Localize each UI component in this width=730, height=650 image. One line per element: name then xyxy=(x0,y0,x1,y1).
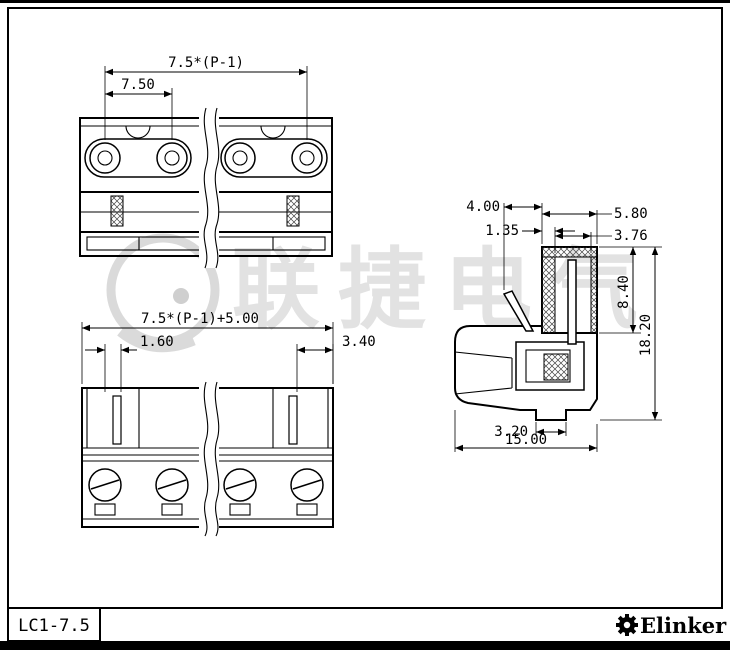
wire-hole xyxy=(156,142,188,174)
part-number-box xyxy=(7,607,101,642)
front-view: 7.5*(P-1)+5.00 1.60 3.40 xyxy=(81,311,376,537)
break-line xyxy=(203,107,209,269)
break-line xyxy=(214,381,220,537)
screw-slot xyxy=(292,479,322,490)
screw-head xyxy=(290,468,324,502)
wire-funnel xyxy=(454,351,513,395)
clamp-window xyxy=(94,503,116,516)
border-rect xyxy=(7,7,723,609)
terminal-slot-right xyxy=(220,138,328,178)
dim-height: 18.20 xyxy=(638,314,654,356)
wire-hole-inner xyxy=(232,150,248,166)
screw-slot xyxy=(157,479,187,490)
dim-overall-width: 7.5*(P-1)+5.00 xyxy=(141,311,259,327)
clamp-window xyxy=(229,503,251,516)
socket-top-wall xyxy=(541,246,598,258)
terminal-slot-left xyxy=(84,138,192,178)
release-latch xyxy=(502,290,535,332)
screw-head xyxy=(223,468,257,502)
dim-foot: 3.20 xyxy=(494,424,528,440)
dim-socket-depth: 8.40 xyxy=(616,275,632,309)
part-number: LC1-7.5 xyxy=(18,616,90,636)
brand-logo: Elinker xyxy=(616,613,727,638)
screw-head xyxy=(88,468,122,502)
wire-hole xyxy=(89,142,121,174)
dim-wall: 1.35 xyxy=(485,223,519,239)
socket-right-wall xyxy=(590,256,598,334)
watermark-hook xyxy=(117,328,196,353)
dim-depth: 15.00 xyxy=(505,432,547,448)
side-view: 4.00 5.80 1.35 3.76 8.40 18.20 3.20 15.0… xyxy=(454,199,662,452)
gear-hole xyxy=(623,621,631,629)
top-view: 7.5*(P-1) 7.50 xyxy=(79,55,333,269)
top-notch-right xyxy=(260,125,286,139)
clamp-cavity xyxy=(515,341,585,391)
socket-left-wall xyxy=(541,256,556,334)
dim-outer-width: 5.80 xyxy=(614,206,648,222)
top-edge xyxy=(0,0,730,3)
watermark-dot xyxy=(173,288,189,304)
dim-latch: 4.00 xyxy=(466,199,500,215)
top-notch-left xyxy=(125,125,151,139)
brand-name: Elinker xyxy=(640,613,727,638)
title-block: LC1-7.5 Elinker xyxy=(7,607,727,642)
dim-total-pitch: 7.5*(P-1) xyxy=(168,55,244,71)
break-line xyxy=(203,381,209,537)
wire-hole-inner xyxy=(97,150,113,166)
clamp-hatched-block xyxy=(543,353,569,381)
wire-hole xyxy=(291,142,323,174)
solder-pin-hatched xyxy=(110,195,124,227)
gear-icon xyxy=(616,614,638,636)
break-line xyxy=(214,107,220,269)
dim-inner-width: 3.76 xyxy=(614,228,648,244)
break-mask xyxy=(199,382,219,536)
screw-head xyxy=(155,468,189,502)
dim-pin-offset: 1.60 xyxy=(140,334,174,350)
wire-hole xyxy=(224,142,256,174)
clamp-inner xyxy=(525,349,571,383)
watermark-ring xyxy=(106,233,220,347)
dim-pitch: 7.50 xyxy=(121,77,155,93)
solder-pin-hatched xyxy=(286,195,300,227)
screw-slot xyxy=(225,479,255,490)
clamp-window xyxy=(296,503,318,516)
wire-hole-inner xyxy=(164,150,180,166)
socket-pin xyxy=(567,259,577,345)
clamp-window xyxy=(161,503,183,516)
bottom-bar xyxy=(0,641,730,650)
dim-end-offset: 3.40 xyxy=(342,334,376,350)
screw-slot xyxy=(90,479,120,490)
break-mask xyxy=(199,108,219,268)
contact-pin xyxy=(112,395,122,445)
contact-pin xyxy=(288,395,298,445)
wire-hole-inner xyxy=(299,150,315,166)
